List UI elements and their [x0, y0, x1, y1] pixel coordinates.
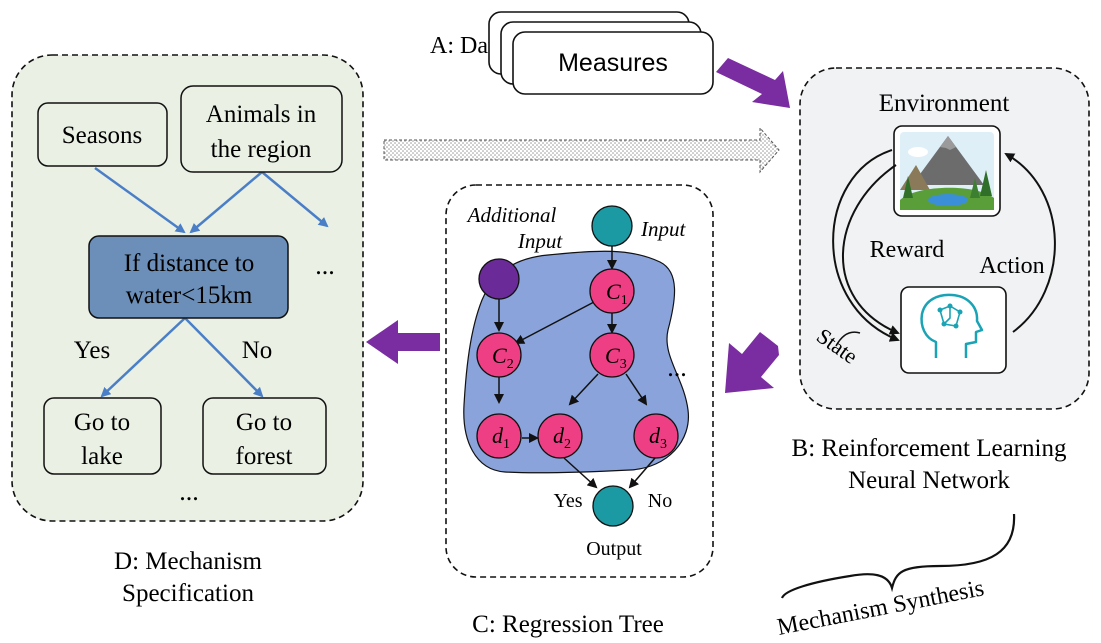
rl-caption-line2: Neural Network	[848, 467, 1010, 494]
additional-input-label-line2: Input	[517, 229, 563, 253]
node-c2-label: C2	[492, 343, 514, 372]
seasons-box	[37, 102, 168, 167]
edge-animals-decision	[189, 171, 263, 234]
reward-label: Reward	[870, 237, 945, 263]
ai-head-icon	[900, 286, 1007, 374]
node-c1-label: C1	[606, 279, 628, 308]
output-node	[592, 485, 634, 527]
animals-text-line1: Animals in	[206, 101, 317, 128]
node-c3-sub: 3	[620, 357, 627, 372]
spec-caption-line2: Specification	[122, 580, 254, 607]
edge-seasons-decision	[94, 166, 186, 234]
arrow-tree-to-spec	[366, 320, 440, 364]
node-c1-base: C	[606, 279, 621, 304]
data-card-text: Measures	[558, 49, 668, 77]
reward-curve-outer	[832, 149, 900, 342]
action-curve	[1004, 153, 1056, 333]
edge-d3-output	[628, 457, 656, 489]
spec-no-label: No	[242, 337, 273, 364]
rl-panel: Environment	[799, 67, 1090, 410]
node-d3-base: d	[649, 423, 661, 448]
edge-c3-d2	[568, 373, 599, 406]
tree-ellipsis: ...	[667, 353, 687, 382]
spec-ellipsis-right: ...	[315, 251, 335, 280]
forest-text-line1: Go to	[236, 409, 292, 436]
node-c3-label: C3	[605, 343, 627, 372]
synthesis-brace	[780, 513, 1016, 599]
tree-panel: C1 C2 C3 d1 d2 d3 Additional Input Input…	[445, 184, 714, 578]
state-curve	[835, 331, 861, 347]
tree-no-label: No	[648, 490, 672, 512]
dotted-transfer-arrow	[383, 126, 780, 174]
arrow-rl-to-tree	[725, 332, 779, 393]
spec-caption-line1: D: Mechanism	[114, 548, 262, 575]
decision-text-line1: If distance to	[124, 250, 255, 277]
node-c1-sub: 1	[621, 293, 628, 308]
edge-c3-d3	[625, 373, 648, 406]
spec-ellipsis-bottom: ...	[179, 477, 199, 506]
lake-text-line2: lake	[81, 443, 123, 470]
node-c2	[476, 332, 522, 378]
tree-caption: C: Regression Tree	[472, 611, 664, 638]
edge-decision-forest	[184, 317, 264, 398]
rl-caption-line1: B: Reinforcement Learning	[792, 435, 1067, 462]
forest-box	[202, 397, 327, 475]
node-d2-sub: 2	[564, 437, 571, 452]
node-d1-label: d1	[492, 423, 510, 452]
node-d2-label: d2	[553, 423, 571, 452]
data-section: A: Data Measures	[430, 11, 714, 95]
node-c1	[589, 268, 635, 314]
landscape-icon	[893, 125, 1001, 217]
node-d3-sub: 3	[660, 437, 667, 452]
additional-input-label-line1: Additional	[466, 203, 557, 227]
decision-text-line2: water<15km	[126, 282, 253, 309]
lake-box	[43, 397, 162, 475]
node-d2	[537, 413, 583, 459]
node-d1	[476, 413, 522, 459]
action-label: Action	[979, 253, 1044, 279]
spec-yes-label: Yes	[74, 337, 110, 364]
animals-text-line2: the region	[211, 136, 312, 163]
forest-text-line2: forest	[236, 443, 293, 470]
lake-text-line1: Go to	[74, 409, 130, 436]
decision-box	[88, 235, 289, 319]
node-d1-sub: 1	[503, 437, 510, 452]
node-d1-base: d	[492, 423, 504, 448]
reward-curve-inner	[842, 164, 900, 335]
output-label: Output	[586, 538, 642, 560]
tree-yes-label: Yes	[553, 490, 582, 512]
node-d3	[633, 413, 679, 459]
node-c3-base: C	[605, 343, 620, 368]
edge-d2-output	[563, 457, 598, 489]
edge-c1-c2	[514, 301, 595, 344]
arrow-data-to-rl	[716, 58, 790, 108]
animals-box	[180, 85, 343, 173]
node-d2-base: d	[553, 423, 565, 448]
data-card-front	[512, 31, 714, 95]
environment-label: Environment	[879, 90, 1010, 117]
edge-decision-lake	[100, 317, 186, 398]
seasons-text: Seasons	[62, 122, 143, 149]
additional-input-node	[478, 258, 520, 300]
spec-panel: Seasons Animals in the region ... If dis…	[11, 54, 364, 522]
tree-region-blob	[463, 250, 690, 474]
node-c2-sub: 2	[507, 357, 514, 372]
rl-panel-box	[799, 67, 1090, 410]
input-label: Input	[640, 217, 686, 241]
node-d3-label: d3	[649, 423, 667, 452]
input-node	[591, 205, 633, 247]
node-c3	[589, 332, 635, 378]
node-c2-base: C	[492, 343, 507, 368]
edge-animals-other	[261, 171, 329, 228]
